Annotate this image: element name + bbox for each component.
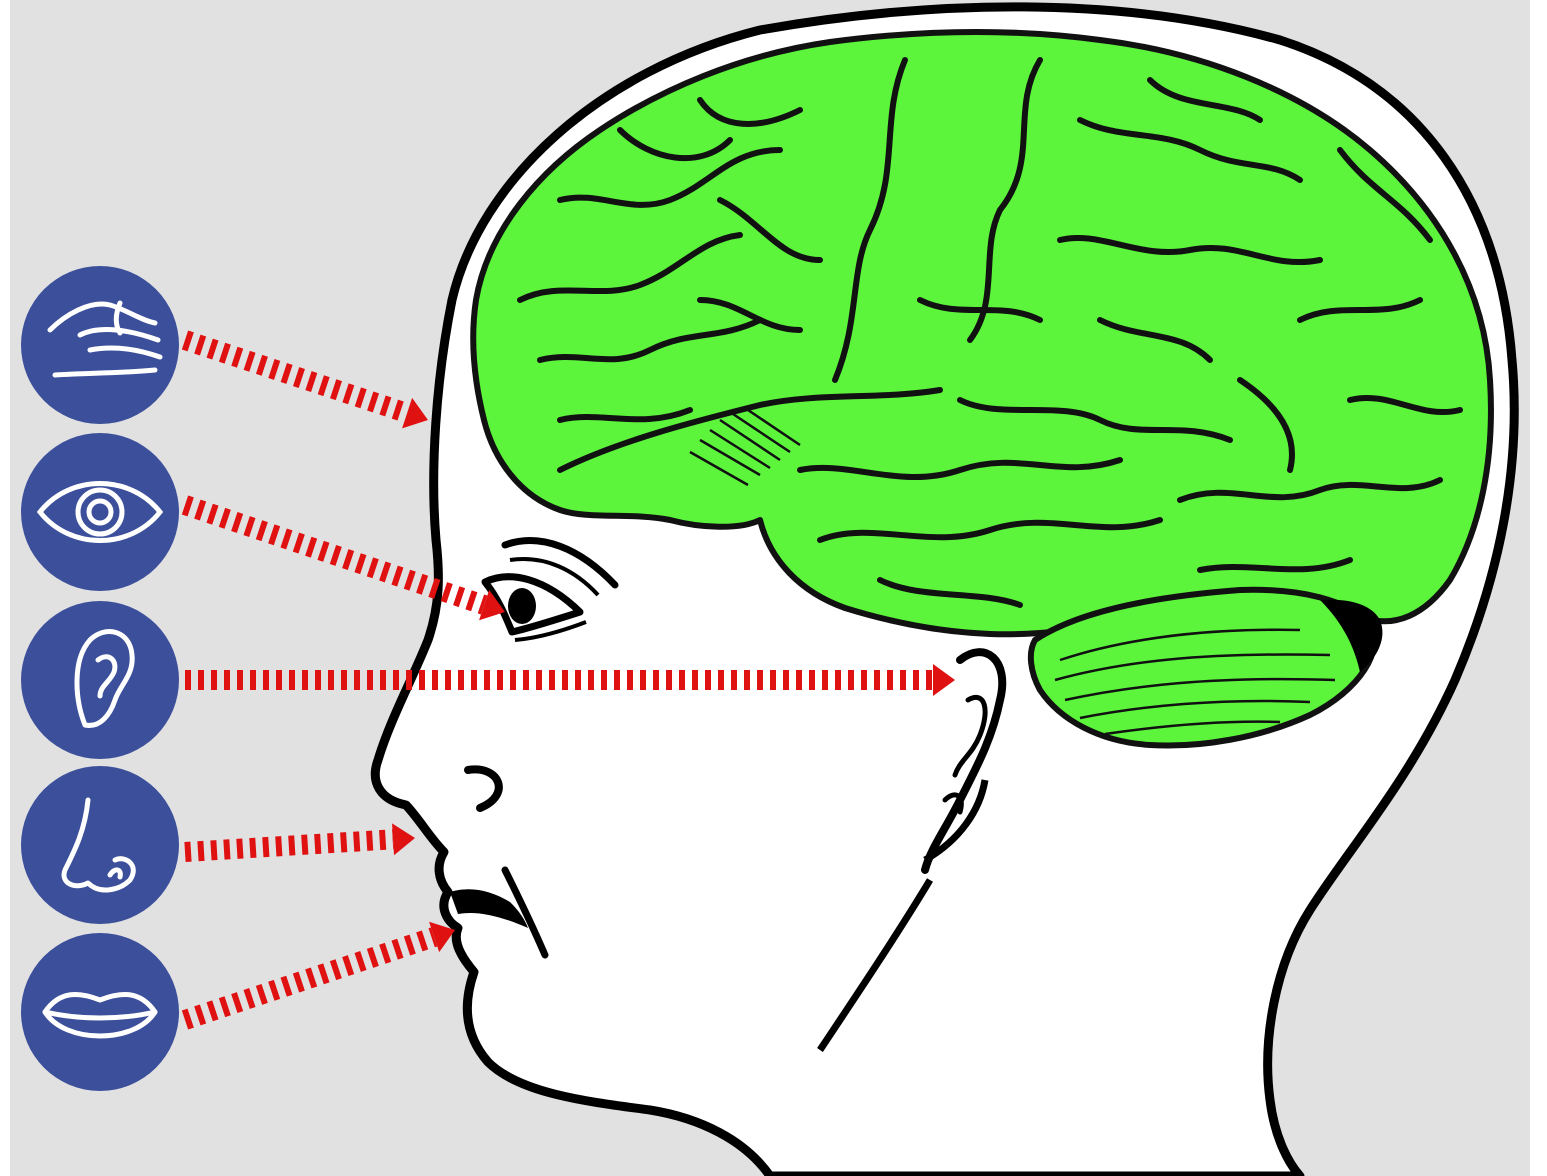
sense-icons	[21, 266, 179, 1091]
lips-icon	[21, 933, 179, 1091]
eye-pupil	[508, 588, 536, 624]
nose-icon	[21, 766, 179, 924]
eye-icon	[21, 433, 179, 591]
hand-icon	[21, 266, 179, 424]
ear-icon	[21, 601, 179, 759]
